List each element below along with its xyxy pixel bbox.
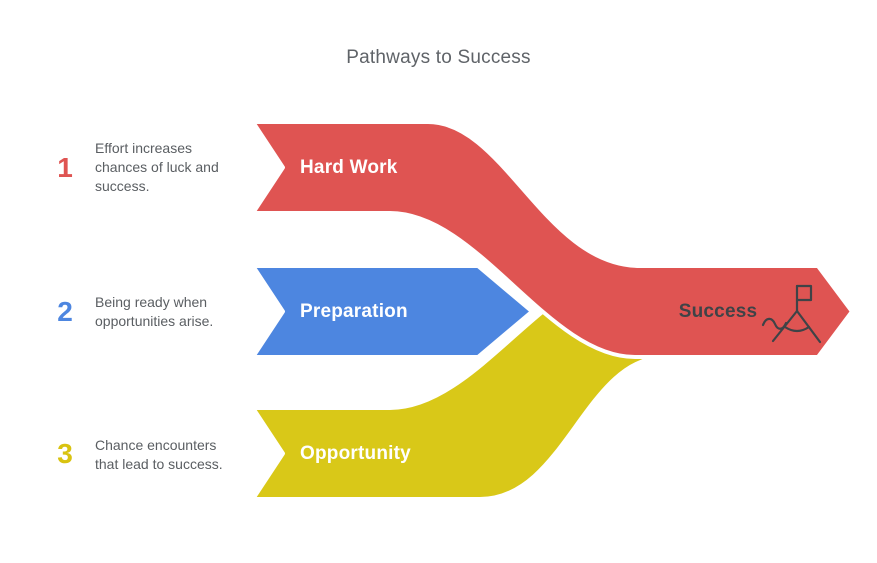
hard-work-success-arrow — [251, 120, 854, 359]
success-label: Success — [678, 301, 758, 322]
hard-work-label: Hard Work — [300, 157, 398, 178]
step-3-description: Chance encounters that lead to success. — [95, 437, 223, 472]
diagram-title: Pathways to Success — [346, 47, 531, 68]
step-1-description: Effort increases chances of luck and suc… — [95, 140, 219, 194]
step-2-description: Being ready when opportunities arise. — [95, 294, 214, 329]
preparation-arrow — [251, 264, 534, 359]
step-2-number: 2 — [57, 296, 73, 327]
mountain-flag-icon — [761, 284, 822, 344]
step-1-number: 1 — [57, 152, 73, 183]
opportunity-label: Opportunity — [300, 443, 411, 464]
step-3-number: 3 — [57, 438, 73, 469]
preparation-label: Preparation — [300, 301, 408, 322]
